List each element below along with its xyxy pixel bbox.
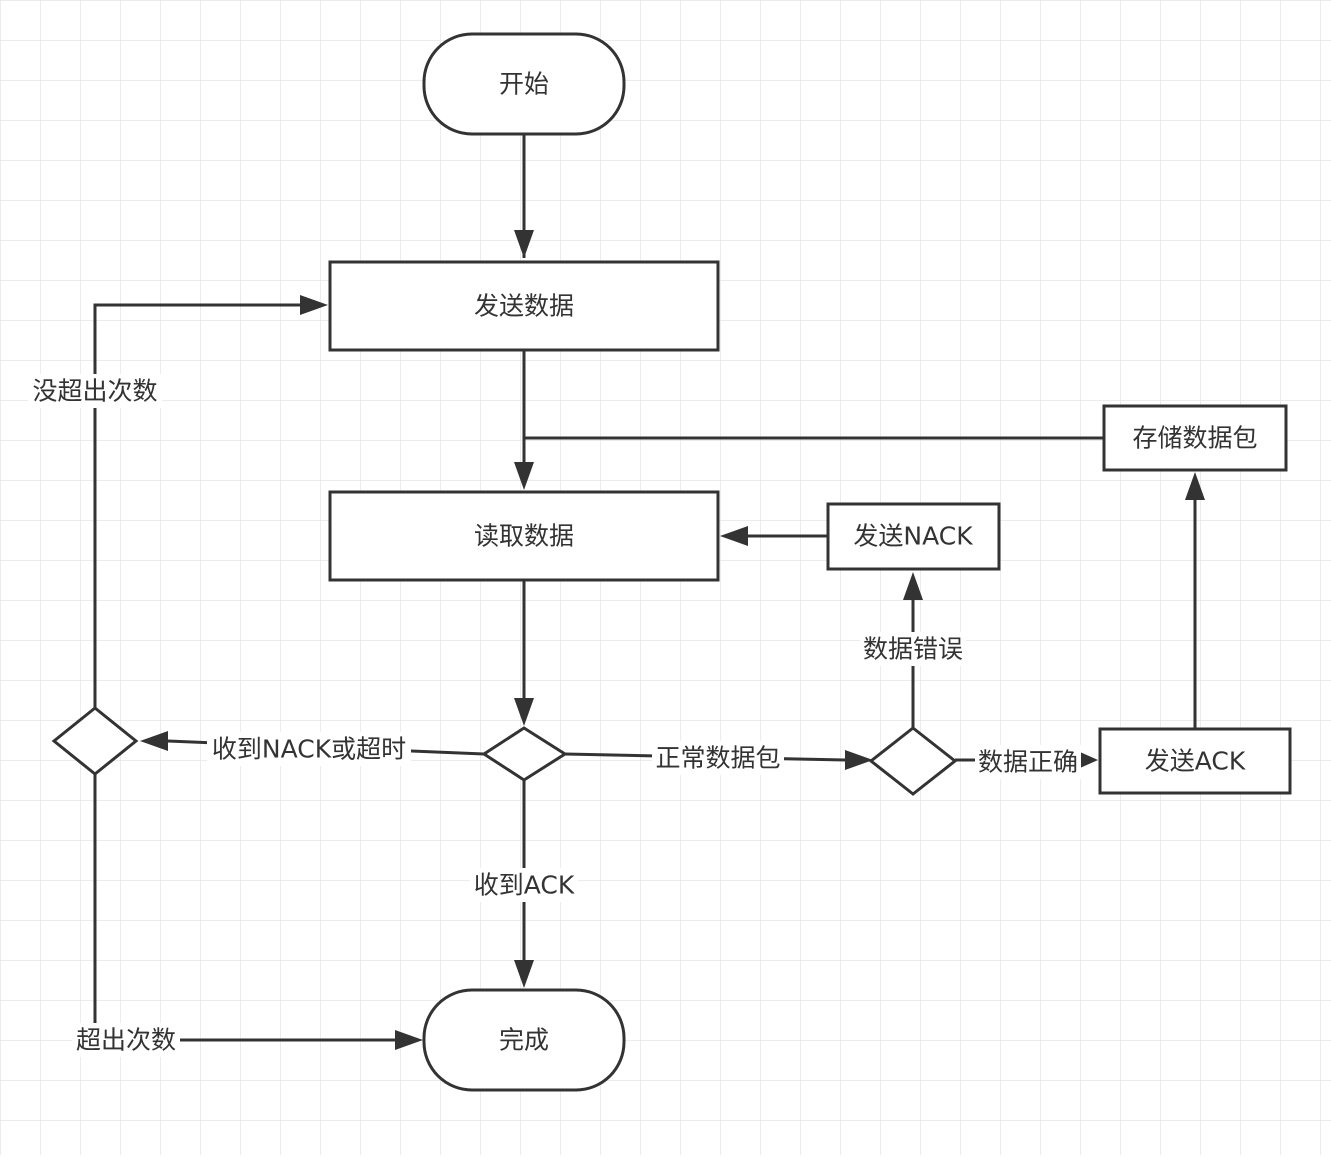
- label-normal-packet: 正常数据包: [655, 744, 780, 773]
- arrow-head: [300, 295, 328, 315]
- arrow-head: [395, 1030, 423, 1050]
- arrow-head: [720, 526, 748, 546]
- node-send-nack-label: 发送NACK: [853, 522, 973, 551]
- decision-retry-count: [51, 706, 139, 776]
- arrow-head: [1185, 472, 1205, 500]
- label-bg: [72, 1023, 180, 1057]
- label-bg: [28, 374, 162, 408]
- arrow-head: [1080, 752, 1098, 768]
- node-send-data-label: 发送数据: [474, 292, 574, 321]
- node-send-nack: 发送NACK: [826, 502, 1001, 571]
- arrow-head: [514, 960, 534, 988]
- label-nack-or-timeout: 收到NACK或超时: [212, 735, 406, 764]
- arrow-head: [845, 750, 873, 770]
- label-bg: [470, 868, 578, 902]
- arrow-head: [140, 731, 168, 751]
- arrow-head: [514, 230, 534, 258]
- arrow-head: [903, 572, 923, 600]
- decision-data-check: [868, 726, 958, 796]
- node-done: 完成: [422, 988, 626, 1092]
- label-exceeded: 超出次数: [76, 1026, 176, 1055]
- node-read-data-label: 读取数据: [474, 522, 574, 551]
- node-store-packet-label: 存储数据包: [1132, 424, 1257, 453]
- node-send-ack: 发送ACK: [1098, 727, 1292, 795]
- node-send-ack-label: 发送ACK: [1145, 747, 1246, 776]
- node-send-data: 发送数据: [328, 260, 720, 352]
- node-done-label: 完成: [499, 1026, 549, 1055]
- label-not-exceeded: 没超出次数: [32, 377, 157, 406]
- arrow-head: [514, 698, 534, 726]
- node-read-data: 读取数据: [328, 490, 720, 582]
- edge-retry-to-send: [93, 303, 300, 708]
- decision-response: [481, 726, 568, 782]
- label-data-error: 数据错误: [863, 635, 963, 664]
- label-data-correct: 数据正确: [978, 748, 1078, 777]
- label-ack-received: 收到ACK: [474, 871, 575, 900]
- node-start-label: 开始: [499, 70, 549, 99]
- label-bg: [975, 745, 1081, 779]
- arrow-head: [514, 462, 534, 490]
- label-bg: [860, 632, 966, 666]
- node-store-packet: 存储数据包: [1102, 404, 1288, 472]
- node-start: 开始: [422, 32, 626, 136]
- label-bg: [207, 732, 411, 766]
- label-bg: [652, 741, 784, 775]
